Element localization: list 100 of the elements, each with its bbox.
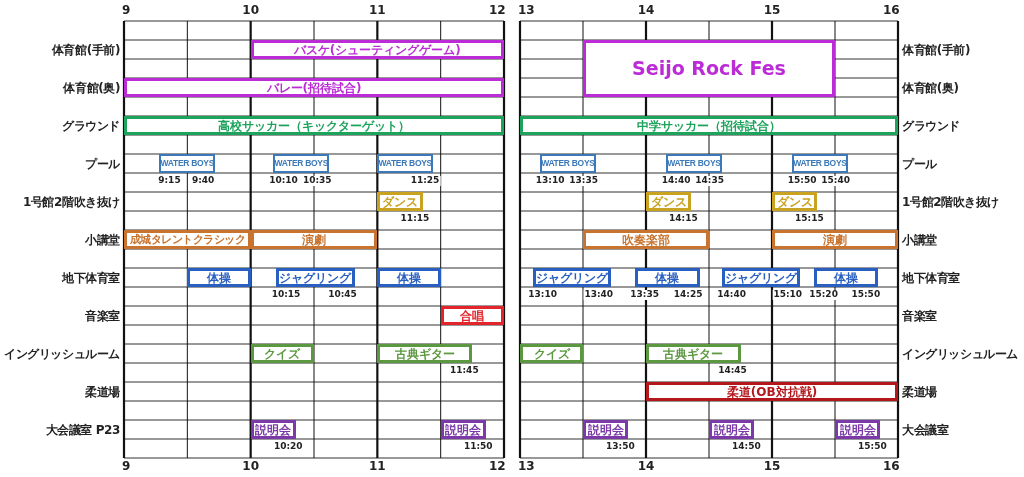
time-label: 13:10 bbox=[527, 290, 558, 300]
event-title: ダンス bbox=[650, 195, 687, 208]
room-label: 1号館2階吹き抜け bbox=[22, 194, 120, 211]
event-box bbox=[583, 420, 629, 439]
time-label: 10:45 bbox=[327, 290, 358, 300]
room-label: プール bbox=[85, 156, 120, 173]
event-box bbox=[124, 116, 504, 135]
time-label: 9:40 bbox=[191, 176, 216, 186]
hour-label: 10 bbox=[242, 3, 259, 17]
event-title: 演劇 bbox=[823, 233, 847, 246]
room-label: グラウンド bbox=[62, 118, 120, 135]
event-box bbox=[666, 154, 722, 173]
room-label: 体育館(奥) bbox=[902, 80, 959, 97]
room-label: 柔道場 bbox=[85, 384, 120, 401]
time-label: 13:50 bbox=[605, 442, 636, 452]
event-title: ジャグリング bbox=[279, 271, 352, 284]
time-label: 15:10 bbox=[772, 290, 804, 300]
time-label: 9:15 bbox=[157, 176, 182, 186]
event-title: 体操 bbox=[833, 271, 858, 284]
time-label: 14:45 bbox=[717, 366, 748, 376]
event-box bbox=[520, 344, 583, 363]
event-title: 体操 bbox=[655, 271, 680, 284]
room-label: 小講堂 bbox=[85, 232, 120, 249]
hour-label: 16 bbox=[882, 459, 900, 473]
event-title: 柔道(OB対抗戦) bbox=[726, 385, 818, 398]
event-title: 説明会 bbox=[255, 423, 292, 436]
event-box bbox=[273, 154, 330, 173]
hour-label: 14 bbox=[637, 3, 655, 17]
event-box bbox=[709, 420, 755, 439]
time-label: 10:15 bbox=[270, 290, 302, 300]
event-title: WATER BOYS bbox=[541, 159, 595, 168]
event-box bbox=[377, 154, 434, 173]
event-title: クイズ bbox=[264, 347, 301, 360]
time-label: 10:10 bbox=[268, 176, 299, 186]
event-title: WATER BOYS bbox=[160, 159, 215, 168]
event-box bbox=[813, 268, 878, 287]
event-box bbox=[646, 192, 692, 211]
room-label: 大会議室 P23 bbox=[45, 422, 120, 439]
event-title: 説明会 bbox=[839, 423, 876, 436]
hour-label: 13 bbox=[518, 3, 535, 17]
room-label: 1号館2階吹き抜け bbox=[902, 194, 1000, 211]
event-title: ダンス bbox=[776, 195, 813, 208]
event-title: ダンス bbox=[382, 195, 419, 208]
event-title: クイズ bbox=[533, 347, 570, 360]
event-box bbox=[250, 40, 504, 59]
room-label: 地下体育室 bbox=[902, 270, 960, 287]
time-label: 15:40 bbox=[820, 176, 851, 186]
room-label: イングリッシュルーム bbox=[4, 346, 120, 363]
time-label: 14:40 bbox=[660, 176, 692, 186]
event-box bbox=[187, 268, 251, 287]
time-label: 14:50 bbox=[731, 442, 762, 452]
event-box bbox=[159, 154, 216, 173]
time-label: 14:35 bbox=[694, 176, 725, 186]
event-box bbox=[250, 344, 314, 363]
event-box bbox=[583, 230, 709, 249]
room-label: 体育館(奥) bbox=[63, 80, 120, 97]
event-title: 体操 bbox=[397, 271, 421, 284]
hour-label: 9 bbox=[122, 3, 131, 17]
event-title: 説明会 bbox=[587, 423, 624, 436]
event-box bbox=[646, 382, 898, 401]
event-title: Seijo Rock Fes bbox=[632, 59, 786, 78]
event-box bbox=[772, 230, 898, 249]
time-label: 10:20 bbox=[272, 442, 304, 452]
event-box bbox=[250, 420, 297, 439]
time-label: 11:50 bbox=[462, 442, 494, 452]
event-title: 古典ギター bbox=[663, 347, 724, 360]
event-box bbox=[377, 344, 473, 363]
event-box bbox=[835, 420, 881, 439]
time-label: 14:40 bbox=[716, 290, 747, 300]
event-title: バレー(招待試合) bbox=[266, 81, 362, 94]
event-box bbox=[646, 344, 741, 363]
event-title: WATER BOYS bbox=[667, 159, 721, 168]
event-box bbox=[583, 40, 835, 97]
event-box bbox=[792, 154, 848, 173]
hour-label: 10 bbox=[242, 459, 259, 473]
room-label: 体育館(手前) bbox=[51, 42, 120, 59]
hour-label: 12 bbox=[488, 3, 506, 17]
event-title: 説明会 bbox=[713, 423, 750, 436]
event-title: WATER BOYS bbox=[378, 159, 432, 168]
hour-label: 9 bbox=[122, 459, 131, 473]
hour-label: 15 bbox=[763, 3, 781, 17]
event-title: 体操 bbox=[207, 271, 231, 284]
event-title: 合唱 bbox=[460, 309, 485, 322]
event-title: WATER BOYS bbox=[274, 159, 329, 168]
hour-label: 12 bbox=[488, 459, 506, 473]
time-label: 15:50 bbox=[857, 442, 888, 452]
room-label: 小講堂 bbox=[902, 232, 937, 249]
event-title: 高校サッカー（キックターゲット） bbox=[218, 119, 410, 132]
event-title: 演劇 bbox=[302, 233, 326, 246]
time-label: 15:50 bbox=[786, 176, 818, 186]
time-label: 11:25 bbox=[409, 176, 441, 186]
hour-label: 11 bbox=[369, 3, 386, 17]
time-label: 14:15 bbox=[668, 214, 699, 224]
event-box bbox=[520, 116, 898, 135]
event-box bbox=[440, 420, 487, 439]
event-box bbox=[377, 268, 441, 287]
room-label: 音楽室 bbox=[85, 308, 120, 325]
time-label: 13:35 bbox=[568, 176, 599, 186]
event-box bbox=[440, 306, 504, 325]
time-label: 13:35 bbox=[629, 290, 660, 300]
